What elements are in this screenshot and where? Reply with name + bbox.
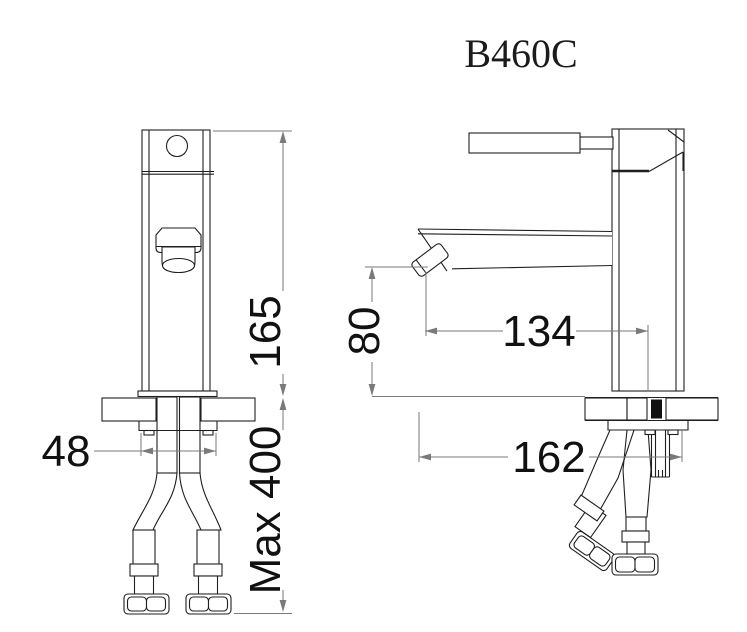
dim-spout-reach: 134 xyxy=(425,272,649,390)
handle-lever-side xyxy=(468,132,614,154)
locknut-side xyxy=(607,421,689,436)
dim-overall-depth: 162 xyxy=(418,412,683,482)
dim-front-height: 165 xyxy=(213,130,292,396)
dim-hose-max-length: Max 400 xyxy=(234,398,292,614)
stud-section-fill xyxy=(651,399,662,419)
dim-front-height-label: 165 xyxy=(241,295,290,368)
dim-spout-outlet-height-label: 80 xyxy=(340,307,389,356)
supply-hose-rear-side xyxy=(568,429,635,572)
dimensions: 165 Max 400 48 80 xyxy=(42,130,683,614)
hose-nut-left-icon xyxy=(123,593,170,615)
dim-overall-depth-label: 162 xyxy=(512,433,585,482)
countertop-section-front xyxy=(101,397,256,422)
dim-spout-reach-label: 134 xyxy=(502,307,575,356)
spout-side xyxy=(411,228,613,277)
dim-base-diameter-label: 48 xyxy=(42,427,91,476)
dim-hose-max-length-label: Max 400 xyxy=(241,426,290,595)
handle-pin-circle xyxy=(165,134,189,158)
dim-spout-outlet-height: 80 xyxy=(340,266,585,397)
aerator-side xyxy=(411,243,449,277)
supply-hose-left-front xyxy=(123,396,178,615)
countertop-section-side xyxy=(584,396,719,422)
faucet-front-view xyxy=(101,129,256,615)
spout-front xyxy=(155,227,202,274)
supply-hose-front-side xyxy=(611,429,659,576)
locknut-front xyxy=(138,421,218,436)
hose-nut-right-icon xyxy=(185,593,232,615)
supply-hose-right-front xyxy=(178,396,232,615)
hose-nut-rear-icon xyxy=(568,530,616,572)
mounting-stud-side xyxy=(650,430,671,478)
model-title: B460C xyxy=(464,31,577,76)
dim-base-diameter: 48 xyxy=(42,427,217,476)
mounting-plate-front xyxy=(137,390,218,398)
hose-nut-front-icon xyxy=(611,553,659,576)
